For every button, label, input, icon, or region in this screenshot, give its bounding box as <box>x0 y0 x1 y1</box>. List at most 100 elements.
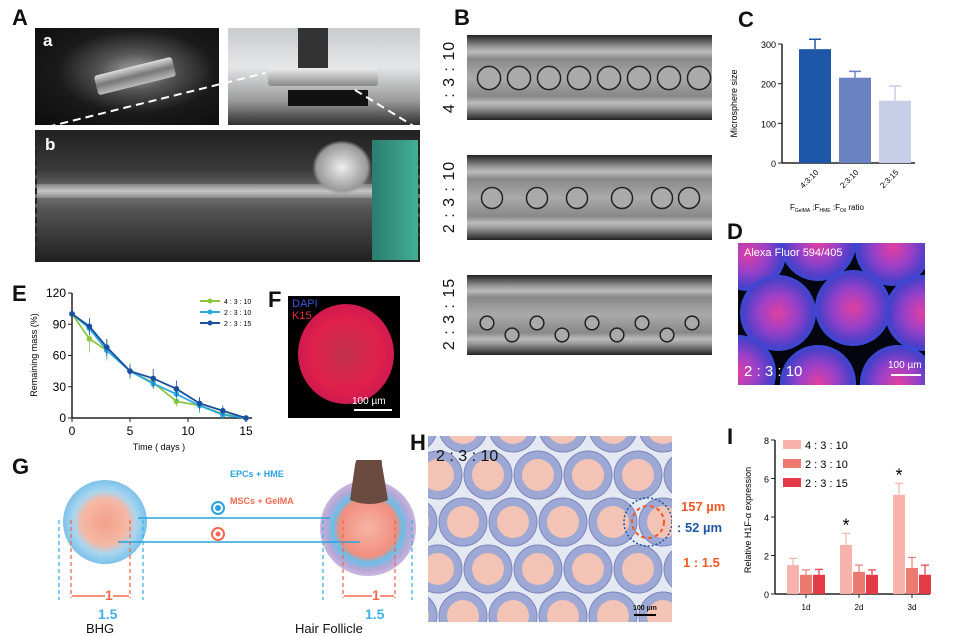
x-tick-label: 4:3:10 <box>798 168 820 190</box>
droplet <box>529 315 545 331</box>
data-point <box>104 344 110 350</box>
x-axis-label: FGelMA :FHME :FOil ratio <box>790 203 864 214</box>
microsphere <box>738 335 776 385</box>
microsphere-core <box>647 600 672 622</box>
microsphere-core <box>497 506 529 538</box>
x-tick-label: 2:3:10 <box>838 168 860 190</box>
microscope-objective <box>298 28 328 73</box>
bar-2d-0 <box>840 544 852 594</box>
microsphere-core <box>428 516 429 528</box>
bar-2:3:10 <box>839 77 871 163</box>
legend-label: 2 : 3 : 15 <box>805 478 848 490</box>
x-tick-label: 10 <box>181 424 195 438</box>
y-tick-label: 0 <box>764 590 769 600</box>
bar-2d-1 <box>853 571 865 594</box>
significance-star: * <box>842 515 849 535</box>
bar-2d-2 <box>866 574 878 594</box>
significance-star: * <box>895 465 902 485</box>
y-tick-label: 6 <box>764 475 769 485</box>
microsphere-shell <box>663 456 672 494</box>
droplet <box>610 186 634 210</box>
shell-size-label: : 52 µm <box>677 520 723 535</box>
legend-swatch <box>783 459 801 468</box>
panel-label-c: C <box>738 7 754 32</box>
bhg-sphere <box>63 480 147 564</box>
microsphere-core <box>547 600 579 622</box>
x-tick-label: 2:3:15 <box>878 168 900 190</box>
microsphere-core <box>547 506 579 538</box>
y-tick-label: 120 <box>46 286 66 300</box>
panel-label-b: B <box>454 5 470 30</box>
x-tick-label: 3d <box>908 603 917 612</box>
microsphere-core <box>522 459 554 491</box>
droplet <box>566 65 592 91</box>
droplet <box>650 186 674 210</box>
channel-photo: b <box>35 130 420 262</box>
y-tick-label: 60 <box>53 349 67 363</box>
hair-shaft <box>350 460 388 504</box>
x-tick-label: 2d <box>855 603 864 612</box>
legend-swatch <box>783 478 801 487</box>
droplet <box>609 327 625 343</box>
x-axis-label: Time ( days ) <box>133 442 185 452</box>
bar-1d-1 <box>800 574 812 594</box>
droplet <box>504 327 520 343</box>
microsphere-core <box>449 436 477 444</box>
data-point <box>127 368 133 374</box>
droplet <box>584 315 600 331</box>
channel-image-2-3-10 <box>467 155 712 240</box>
microsphere-core <box>447 506 479 538</box>
bar-3d-2 <box>919 574 931 594</box>
panel-label-f: F <box>268 287 282 312</box>
panel-label-h: H <box>410 430 426 455</box>
follicle-outer-ratio: 1.5 <box>365 606 385 622</box>
legend-label: 4 : 3 : 10 <box>805 440 848 452</box>
channel-image-2-3-15 <box>467 275 712 355</box>
microsphere-shell <box>428 596 438 622</box>
microsphere-core <box>572 553 604 585</box>
setup-photo <box>228 28 420 125</box>
series-line-2 <box>71 313 247 419</box>
dapi-label: DAPI <box>292 298 318 310</box>
scale-bar-label: 100 µm <box>888 360 922 371</box>
brightfield-image: 2 : 3 : 10 100 µm <box>428 436 672 622</box>
droplet <box>659 327 675 343</box>
y-axis-label: Microsphere size <box>729 69 739 137</box>
droplet <box>677 186 701 210</box>
x-tick-label: 0 <box>69 424 76 438</box>
zoom-lines <box>35 72 420 131</box>
droplet <box>684 315 700 331</box>
y-tick-label: 30 <box>53 380 67 394</box>
ratio-label: 2 : 3 : 10 <box>744 363 803 380</box>
series-line-0 <box>71 313 247 419</box>
droplet <box>656 65 682 91</box>
microsphere <box>815 270 891 346</box>
series-line-1 <box>71 313 247 419</box>
microsphere-core <box>428 459 454 491</box>
data-point <box>69 311 75 317</box>
legend-marker <box>207 309 213 315</box>
legend-label: 2 : 3 : 10 <box>805 459 848 471</box>
device-photo: a <box>35 28 219 125</box>
y-tick-label: 200 <box>761 80 776 90</box>
legend-marker <box>207 298 213 304</box>
data-point <box>196 400 203 407</box>
bhg-caption: BHG <box>86 621 115 636</box>
core-size-label: 157 µm <box>681 499 726 514</box>
hair-follicle-caption: Hair Follicle <box>295 621 363 636</box>
bar-1d-2 <box>813 574 825 594</box>
microsphere-core <box>428 610 429 622</box>
droplet <box>634 315 650 331</box>
bar-1d-0 <box>787 565 799 594</box>
y-tick-label: 0 <box>771 159 776 169</box>
data-point <box>220 407 226 414</box>
y-axis-label: Relative H1F-α expression <box>743 467 753 573</box>
light-glare <box>312 140 372 195</box>
bhg-inner-ratio: 1 <box>105 587 113 603</box>
droplet <box>554 327 570 343</box>
legend-epcs-hme: EPCs + HME <box>230 469 284 479</box>
ratio-label-3: 2 : 3 : 15 <box>441 277 458 351</box>
